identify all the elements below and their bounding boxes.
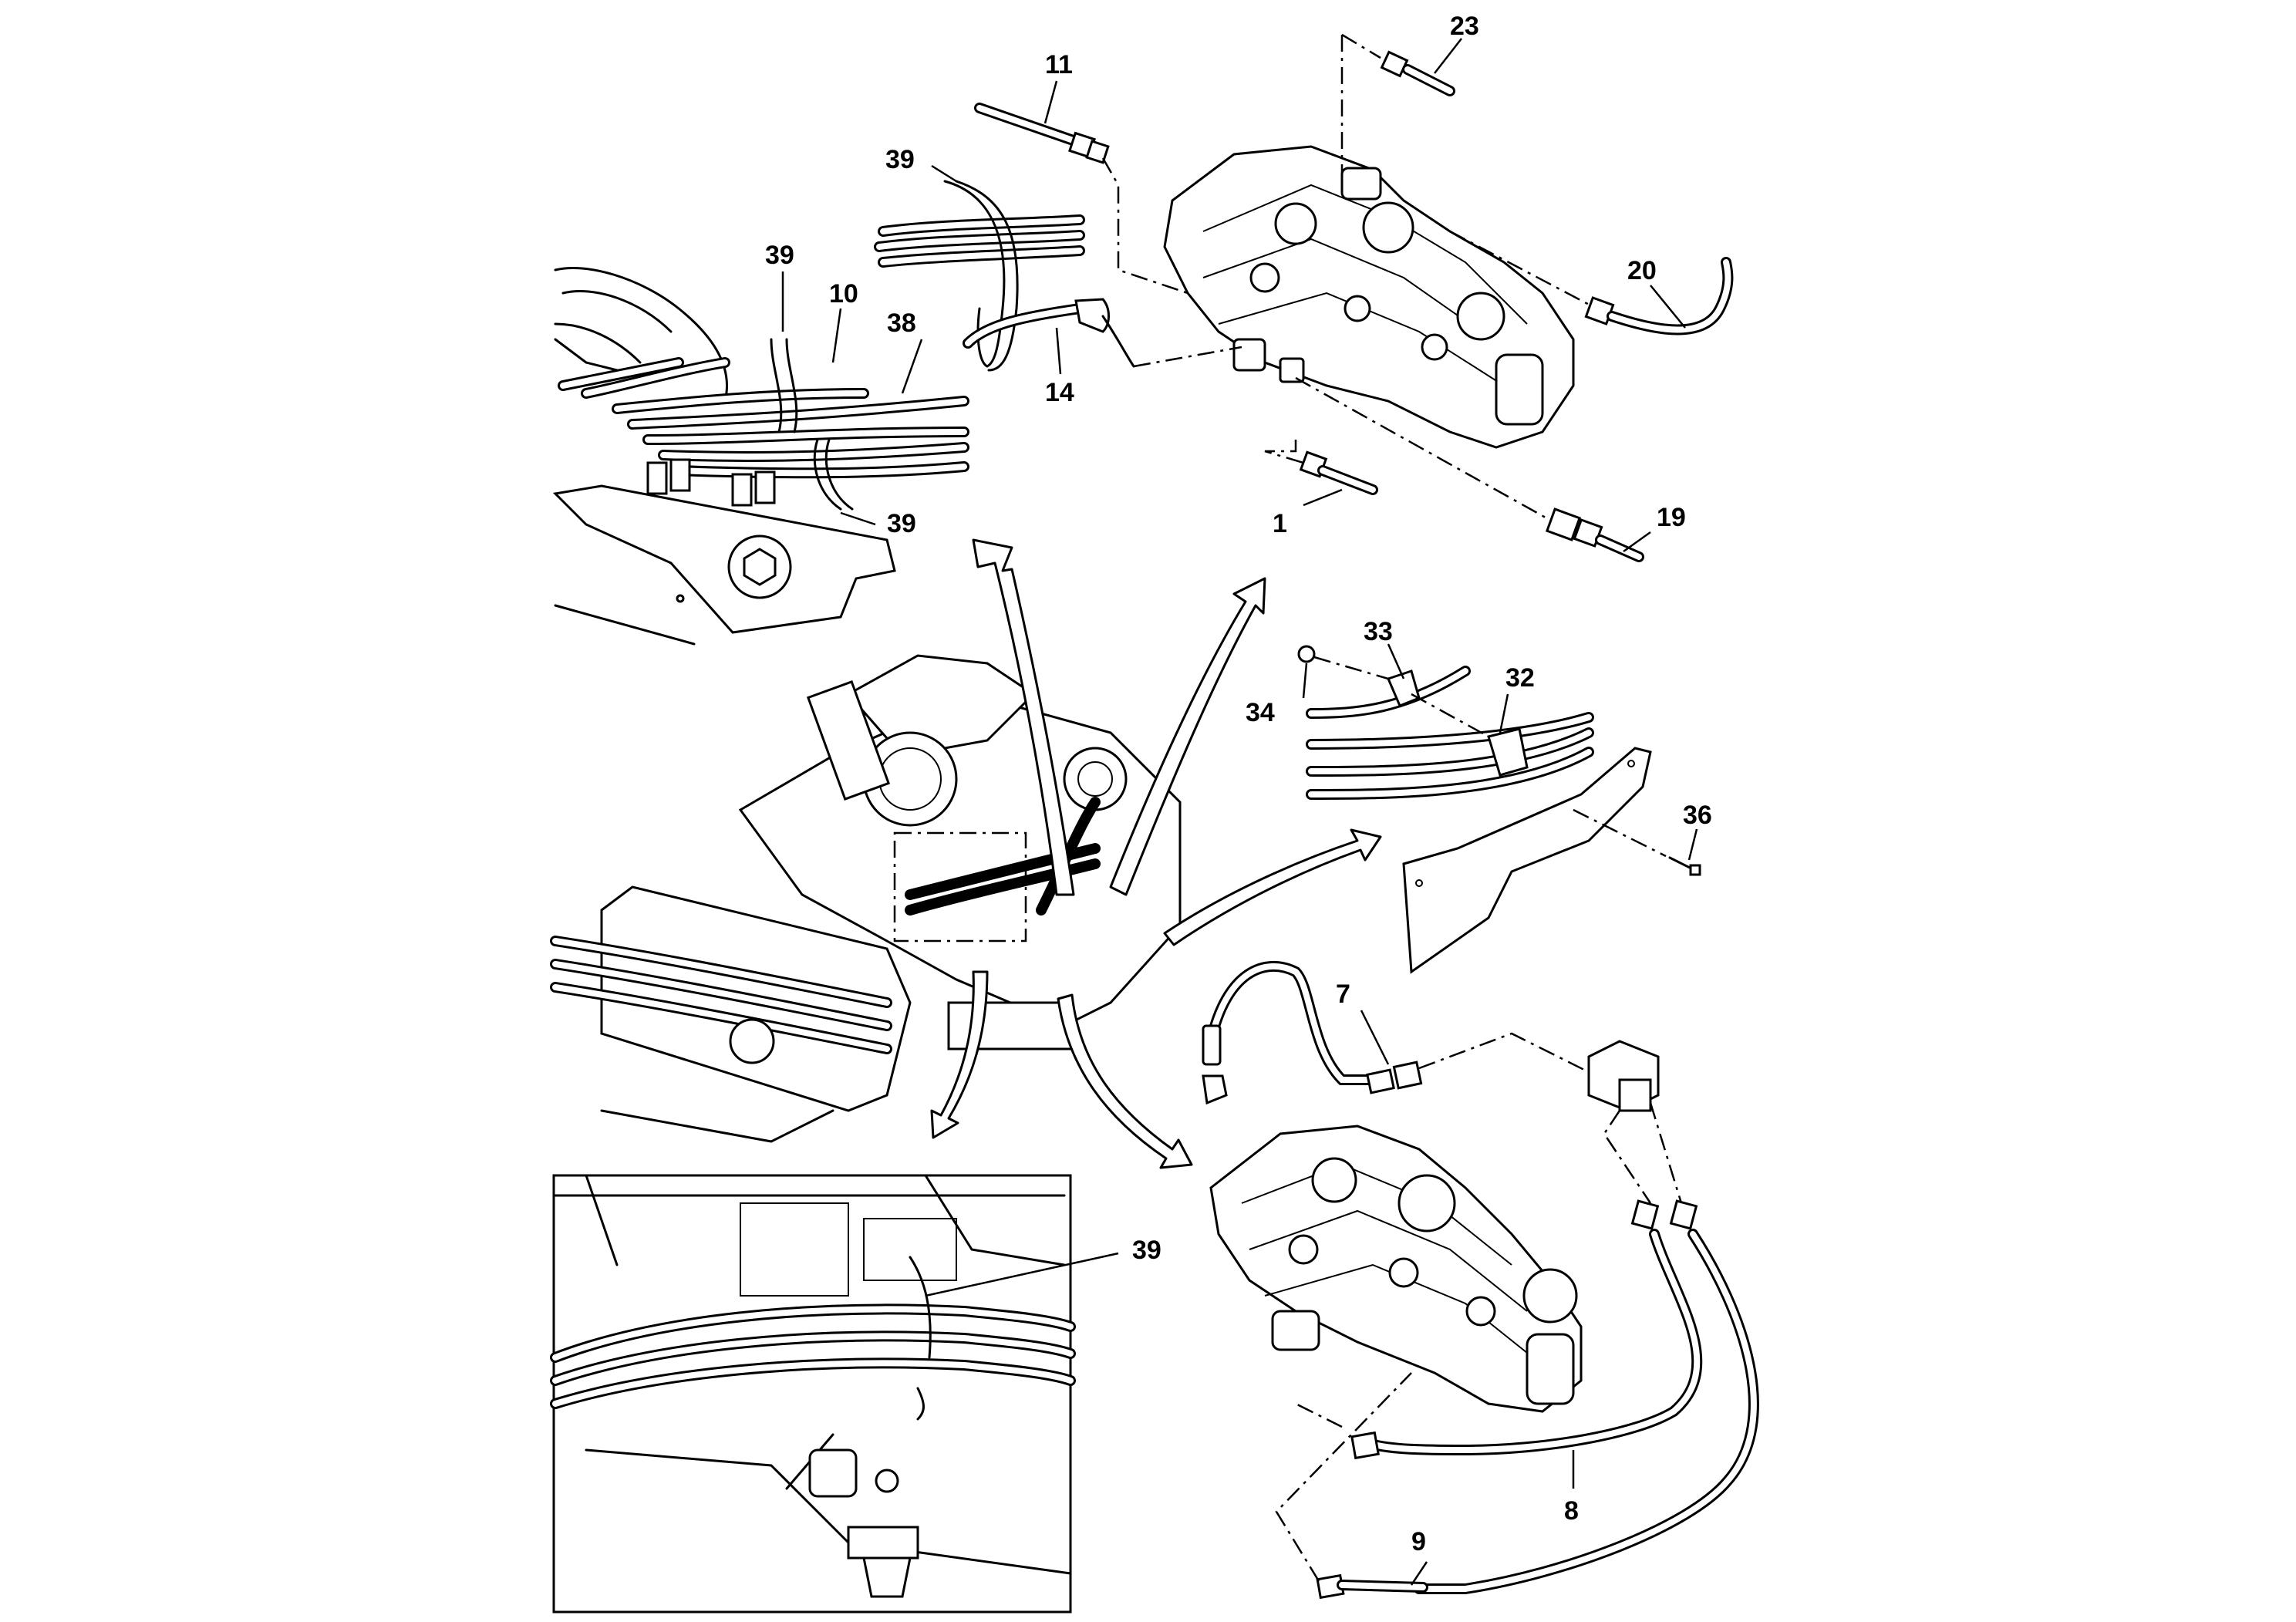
callout-39-top: 39 (885, 145, 915, 174)
callout-1: 1 (1273, 509, 1287, 538)
callout-39-lower: 39 (887, 509, 916, 538)
callout-39-left: 39 (765, 241, 794, 270)
callout-38: 38 (887, 309, 916, 338)
pump-assembly-top (1101, 33, 1734, 562)
callout-labels: 11 23 39 39 10 38 14 20 39 1 19 33 32 34… (765, 12, 1712, 1556)
pump-assembly-bottom (1202, 960, 1759, 1600)
callout-39-inset: 39 (1132, 1236, 1161, 1265)
callout-20: 20 (1627, 256, 1657, 285)
callout-36: 36 (1683, 801, 1712, 830)
callout-14: 14 (1045, 378, 1074, 407)
callout-11: 11 (1045, 50, 1073, 79)
callout-9: 9 (1411, 1527, 1426, 1556)
hoses-11-14 (874, 103, 1135, 372)
callout-34: 34 (1246, 698, 1275, 727)
machine-overview (550, 654, 1182, 1143)
bracket-and-plate (1297, 645, 1701, 974)
callout-19: 19 (1657, 503, 1686, 532)
leader-lines (781, 38, 1698, 1586)
callout-8: 8 (1564, 1496, 1579, 1526)
top-left-hose-assembly (552, 267, 969, 646)
callout-10: 10 (829, 279, 858, 309)
view-arrows (930, 538, 1382, 1169)
callout-32: 32 (1505, 663, 1535, 693)
inset-detail-view (550, 1174, 1076, 1614)
callout-7: 7 (1336, 980, 1350, 1009)
callout-23: 23 (1450, 12, 1479, 41)
callout-33: 33 (1364, 617, 1393, 646)
